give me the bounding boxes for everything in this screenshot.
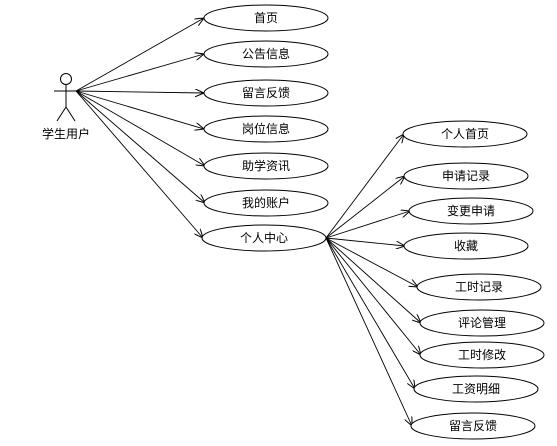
association-arrow xyxy=(75,90,204,129)
use-case-label: 变更申请 xyxy=(447,203,495,218)
stick-figure-icon xyxy=(54,73,78,122)
use-case-change-request: 变更申请 xyxy=(408,197,534,225)
actor-label: 学生用户 xyxy=(42,126,90,141)
use-case-account: 我的账户 xyxy=(203,189,329,217)
include-arrow xyxy=(325,237,421,355)
use-case-label: 评论管理 xyxy=(458,315,506,330)
association-arrow xyxy=(75,90,205,166)
use-case-label: 申请记录 xyxy=(442,169,490,183)
include-arrow xyxy=(325,237,418,287)
use-case-profile: 个人首页 xyxy=(402,120,528,148)
use-case-label: 收藏 xyxy=(454,239,478,253)
include-arrow xyxy=(325,237,421,323)
use-case-label: 助学资讯 xyxy=(242,158,290,173)
use-case-jobs: 岗位信息 xyxy=(203,115,329,143)
use-case-feedback-2: 留言反馈 xyxy=(410,412,536,440)
include-arrow xyxy=(325,134,404,239)
use-case-label: 留言反馈 xyxy=(242,86,290,100)
association-arrow xyxy=(75,90,203,238)
use-case-hours-edit: 工时修改 xyxy=(419,341,545,369)
use-case-favorites: 收藏 xyxy=(403,232,529,260)
use-case-aid: 助学资讯 xyxy=(203,152,329,180)
use-case-hours: 工时记录 xyxy=(416,273,542,301)
use-case-label: 工资明细 xyxy=(452,382,500,396)
use-case-label: 个人首页 xyxy=(441,127,489,141)
association-arrow xyxy=(75,90,205,203)
use-case-label: 个人中心 xyxy=(240,230,288,245)
include-arrow xyxy=(325,237,405,246)
include-arrow xyxy=(325,176,405,239)
actor-student: 学生用户 xyxy=(42,73,90,141)
use-case-label: 首页 xyxy=(254,11,278,25)
use-case-comments: 评论管理 xyxy=(419,309,545,337)
use-case-notice: 公告信息 xyxy=(203,40,329,68)
use-case-label: 岗位信息 xyxy=(242,121,290,136)
use-case-home: 首页 xyxy=(203,4,329,32)
use-case-label: 我的账户 xyxy=(242,195,290,210)
use-case-label: 留言反馈 xyxy=(449,419,497,433)
use-case-feedback: 留言反馈 xyxy=(203,79,329,107)
include-arrow xyxy=(325,211,410,239)
association-lines xyxy=(75,18,421,426)
include-arrow xyxy=(325,237,412,426)
use-case-apply-records: 申请记录 xyxy=(403,162,529,190)
use-case-label: 工时记录 xyxy=(455,280,503,294)
use-case-label: 公告信息 xyxy=(242,46,290,61)
association-arrow xyxy=(75,54,204,92)
use-case-salary: 工资明细 xyxy=(413,375,539,403)
association-arrow xyxy=(75,91,204,93)
association-arrow xyxy=(75,18,204,92)
include-arrow xyxy=(325,237,415,389)
use-case-center: 个人中心 xyxy=(201,224,327,252)
use-case-label: 工时修改 xyxy=(458,347,506,362)
